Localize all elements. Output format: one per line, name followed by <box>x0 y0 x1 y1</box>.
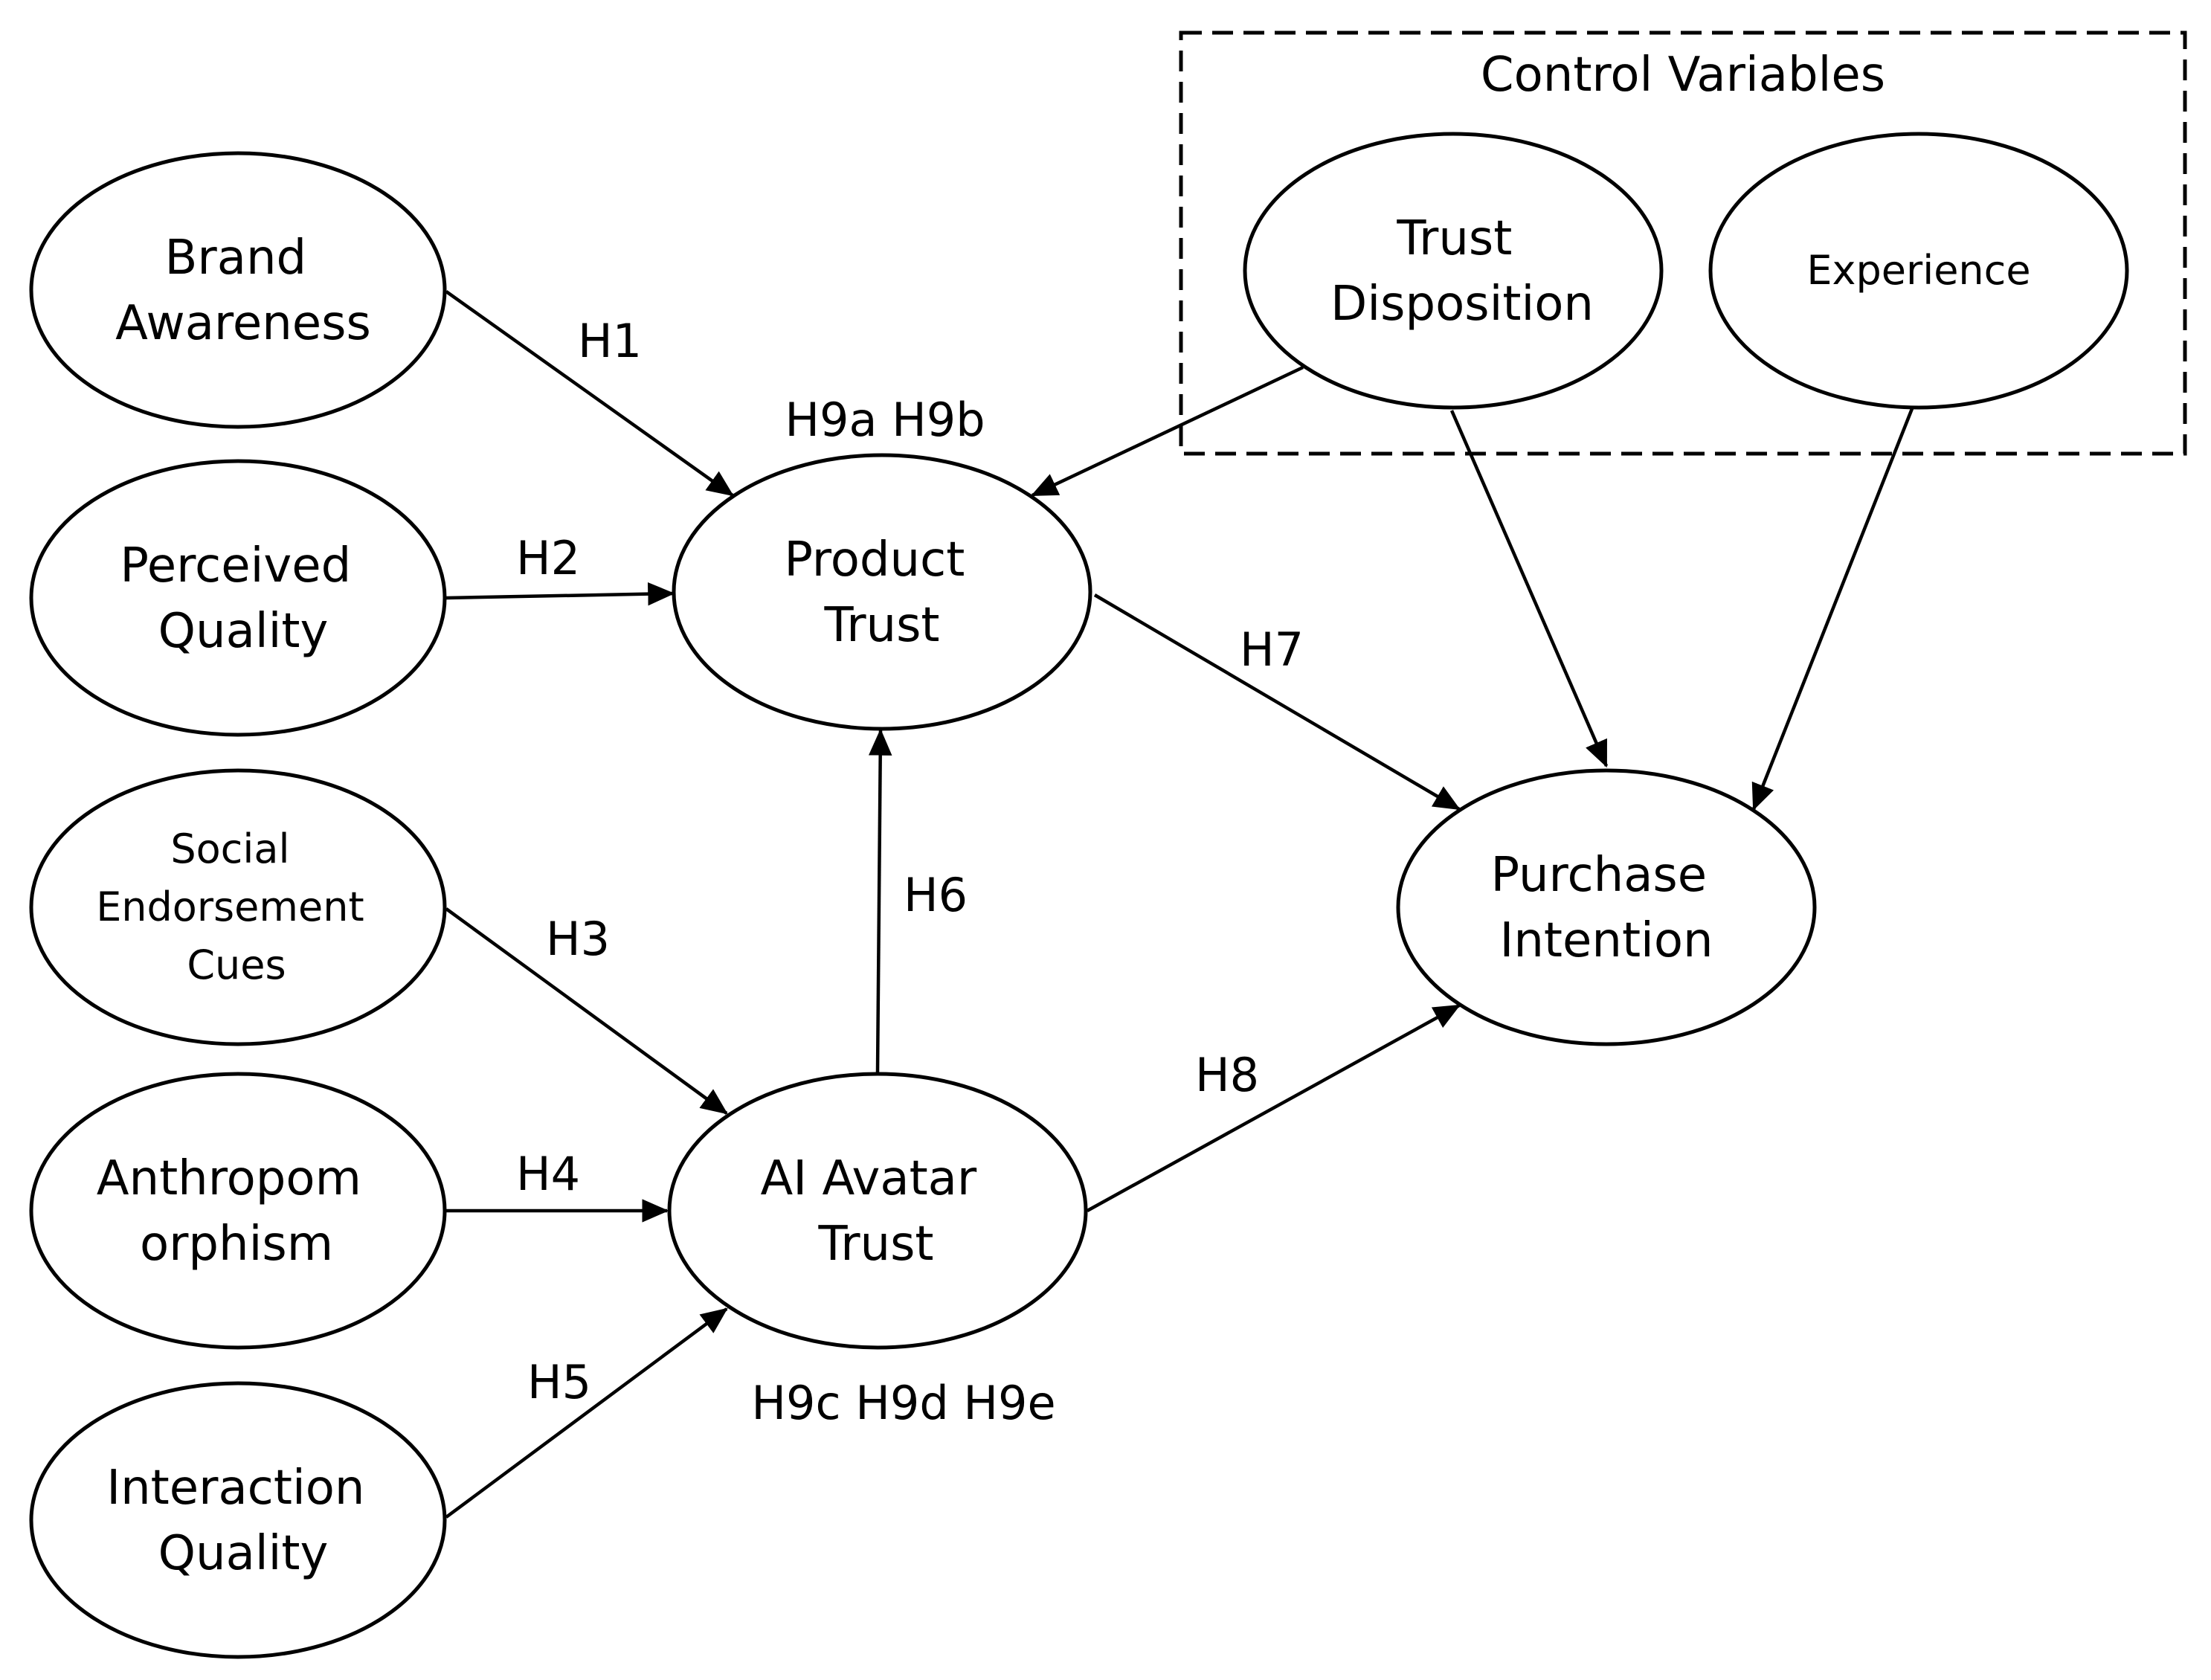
node-label-line: Quality <box>158 1526 329 1581</box>
edge-h7: H7 <box>1093 593 1461 811</box>
edge-h5: H5 <box>445 1307 728 1519</box>
node-label-line: Disposition <box>1330 277 1594 332</box>
svg-text:Anthropom orphism: Anthropom orphism <box>97 1151 377 1272</box>
edge-h1: H1 <box>445 290 734 497</box>
node-perceived-quality: Perceived Quality <box>29 459 447 737</box>
node-label-line: Endorsement <box>96 884 364 930</box>
node-label-line: Cues <box>187 942 286 988</box>
svg-text:Interaction Quality: Interaction Quality <box>106 1461 380 1581</box>
node-label-line: AI Avatar <box>760 1151 976 1206</box>
svg-text:Experience: Experience <box>1806 247 2030 294</box>
node-brand-awareness: Brand Awareness <box>29 151 447 429</box>
node-label-line: Quality <box>158 604 329 659</box>
node-label-line: Trust <box>1396 211 1512 266</box>
node-experience: Experience <box>1708 132 2129 410</box>
node-label-line: Experience <box>1806 247 2030 294</box>
mediation-label-ai-avatar-trust: H9c H9d H9e <box>751 1376 1055 1430</box>
svg-text:AI Avatar Trust: AI Avatar Trust <box>760 1151 991 1272</box>
edge-trust-disposition-to-purchase-intention <box>1449 410 1609 768</box>
node-label-line: Product <box>784 532 965 588</box>
node-interaction-quality: Interaction Quality <box>29 1381 447 1659</box>
svg-text:Purchase Intention: Purchase Intention <box>1491 848 1722 968</box>
control-variables-box: Control Variables <box>1179 30 2187 456</box>
edge-label-h4: H4 <box>516 1147 580 1201</box>
edge-label-h2: H2 <box>516 531 580 585</box>
node-label-line: orphism <box>140 1217 333 1272</box>
node-label-line: Social <box>170 825 289 872</box>
edge-label-h3: H3 <box>546 912 610 966</box>
edge-label-h7: H7 <box>1240 622 1304 677</box>
edge-label-h1: H1 <box>578 314 642 368</box>
node-label-line: Awareness <box>115 296 371 351</box>
mediation-label-product-trust: H9a H9b <box>785 393 985 447</box>
edge-h6: H6 <box>868 728 968 1073</box>
node-label-line: Trust <box>824 598 940 653</box>
control-variables-title: Control Variables <box>1481 48 1885 103</box>
node-social-endorsement-cues: Social Endorsement Cues <box>29 768 447 1046</box>
edge-label-h6: H6 <box>904 868 968 922</box>
svg-text:Trust Disposition: Trust Disposition <box>1330 211 1594 332</box>
node-label-line: Brand <box>165 231 307 286</box>
edge-h8: H8 <box>1086 1004 1461 1212</box>
node-label-line: Purchase <box>1491 848 1708 903</box>
node-label-line: Anthropom <box>97 1151 361 1206</box>
control-variables-border <box>1179 30 2187 456</box>
node-purchase-intention: Purchase Intention <box>1396 768 1817 1046</box>
edge-h3: H3 <box>445 907 728 1115</box>
edge-h4: H4 <box>446 1147 669 1223</box>
node-product-trust: Product Trust H9a H9b <box>672 393 1092 731</box>
node-label-line: Interaction <box>106 1461 364 1516</box>
node-label-line: Trust <box>818 1217 934 1272</box>
edge-experience-to-purchase-intention <box>1751 406 1915 811</box>
node-ai-avatar-trust: AI Avatar Trust H9c H9d H9e <box>667 1072 1088 1430</box>
svg-text:Brand Awareness: Brand Awareness <box>115 231 371 351</box>
svg-text:Product Trust: Product Trust <box>784 532 979 653</box>
edge-h2: H2 <box>445 531 675 606</box>
node-anthropomorphism: Anthropom orphism <box>29 1072 447 1350</box>
svg-text:Social Endorsement: Social Endorsement Cues <box>96 825 377 988</box>
edge-label-h8: H8 <box>1195 1048 1259 1102</box>
node-label-line: Intention <box>1499 913 1713 968</box>
node-trust-disposition: Trust Disposition <box>1243 132 1664 410</box>
edge-trust-disposition-to-product-trust <box>1030 365 1304 498</box>
svg-text:Perceived Quality: Perceived Quality <box>120 538 366 659</box>
node-label-line: Perceived <box>120 538 351 593</box>
edge-label-h5: H5 <box>527 1355 591 1409</box>
